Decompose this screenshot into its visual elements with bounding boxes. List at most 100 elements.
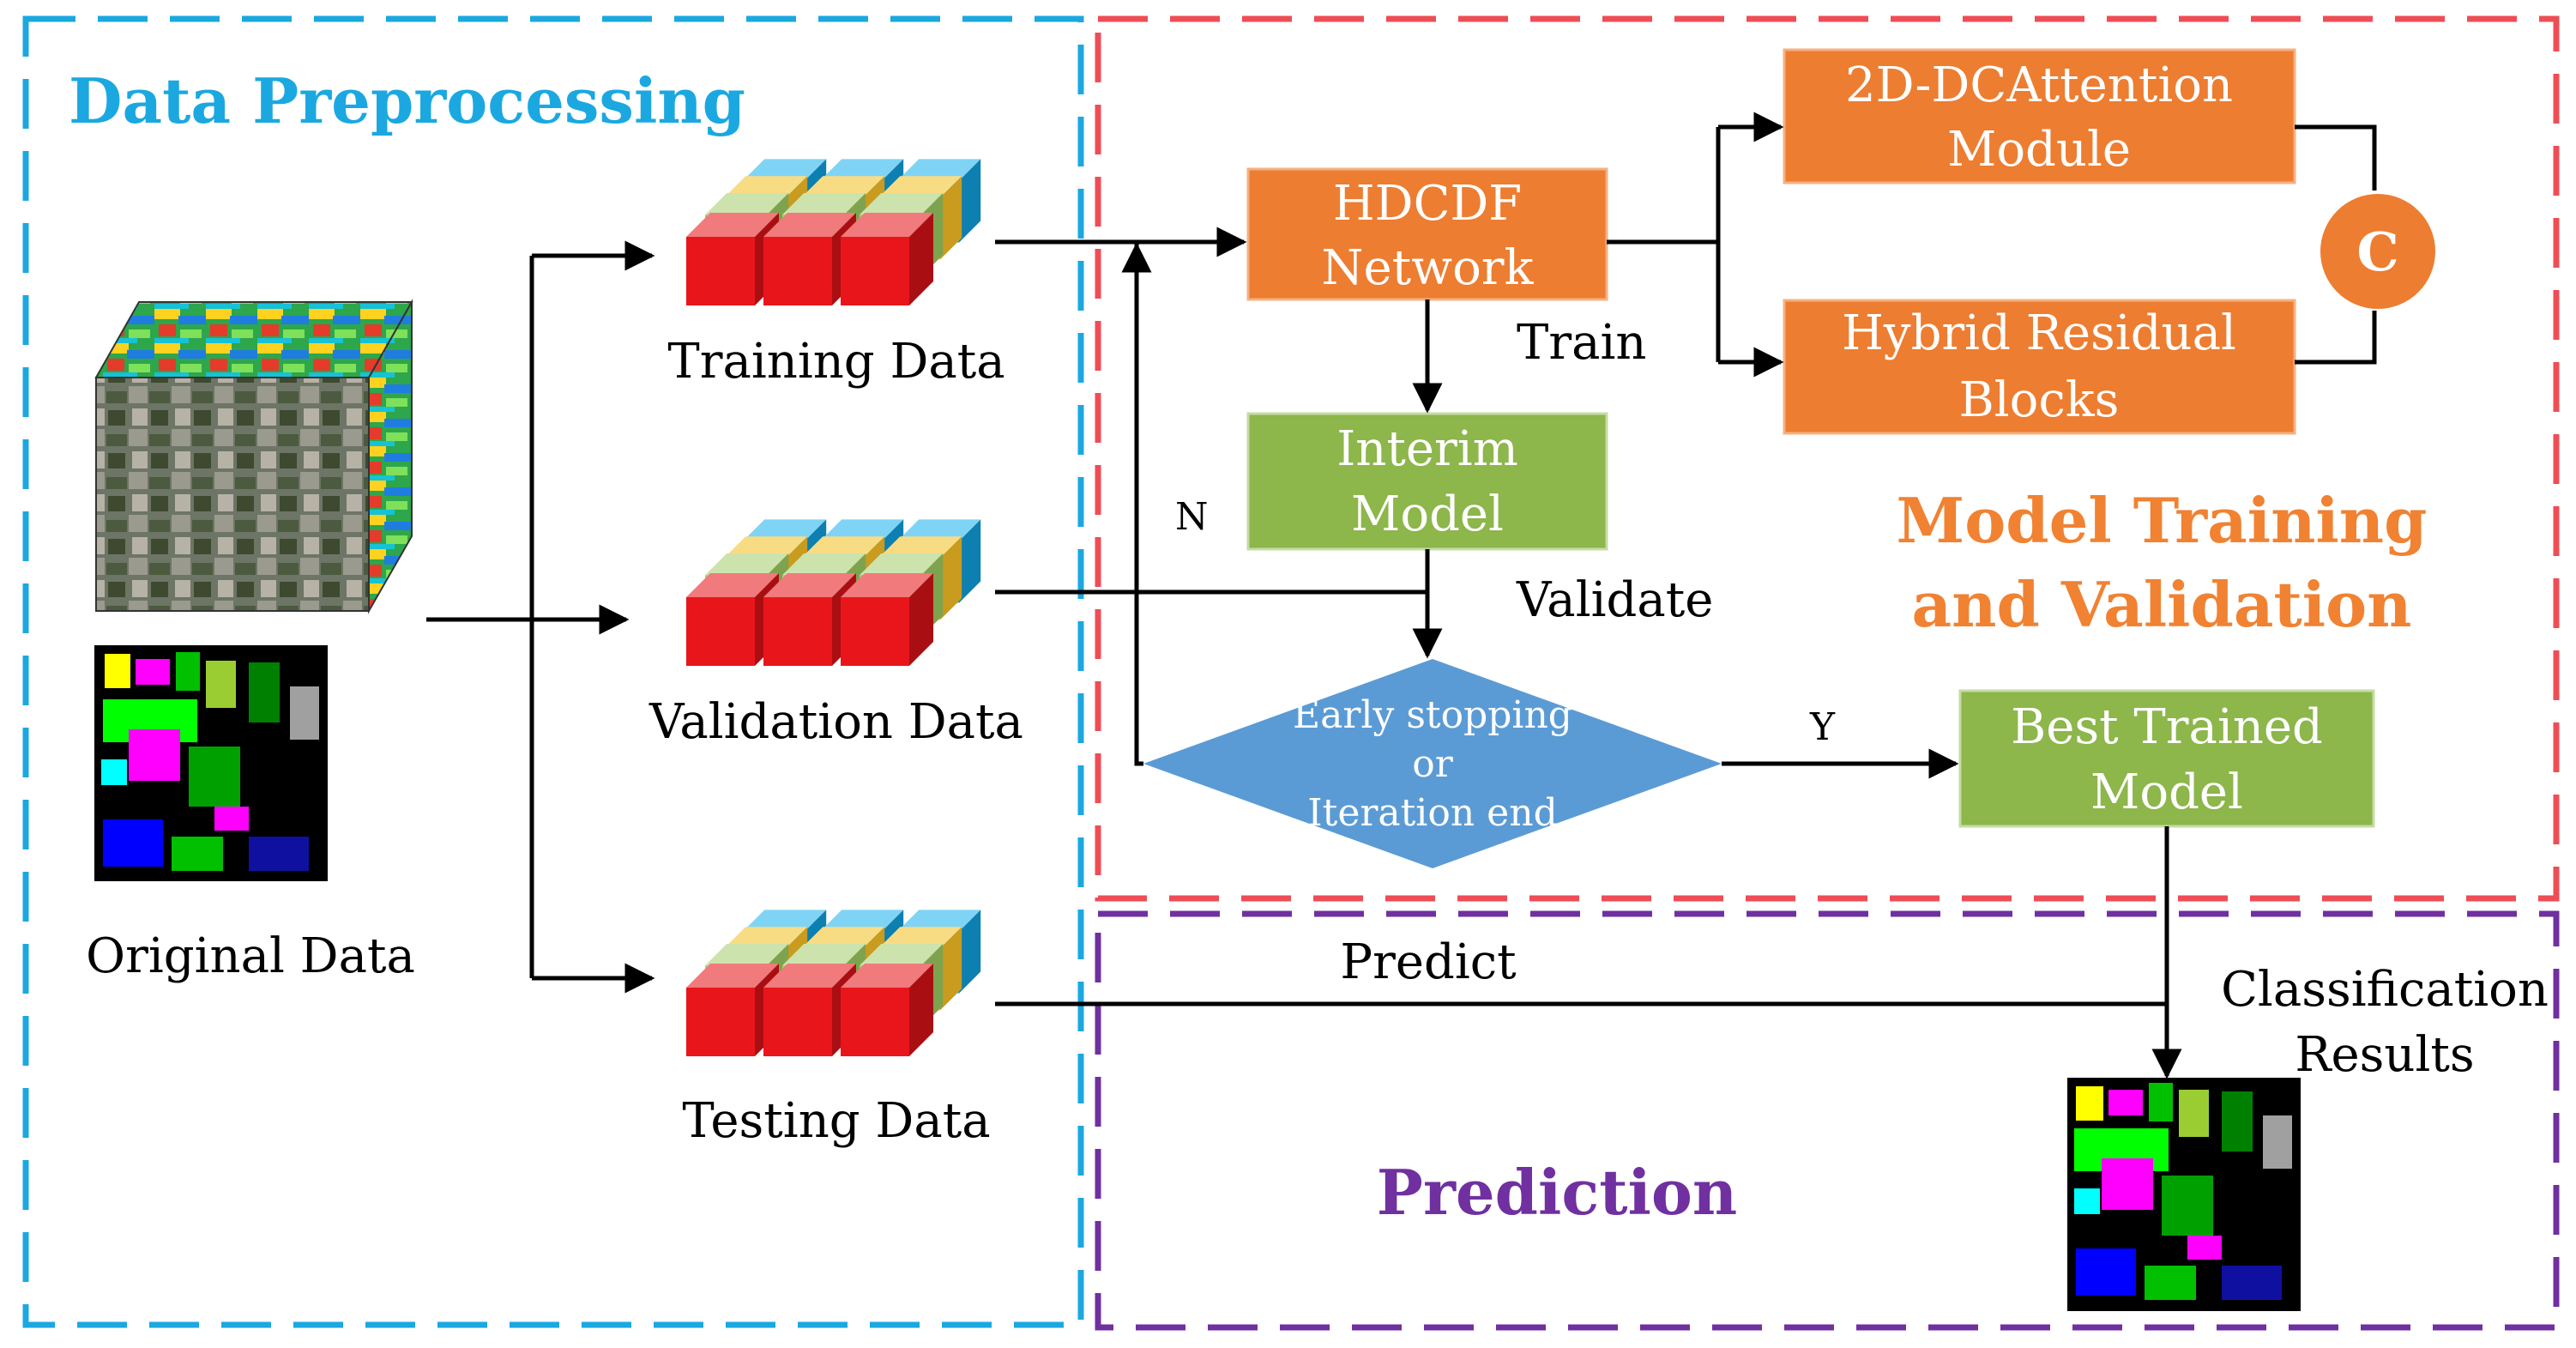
data-cube-face xyxy=(959,910,981,994)
data-cube-face xyxy=(782,553,866,576)
data-cube-face xyxy=(878,927,962,949)
data-cube-face xyxy=(878,536,962,559)
data-cube-face xyxy=(841,237,909,305)
training-data-cubes xyxy=(686,159,981,305)
training-title-line1: Model Training xyxy=(1897,484,2428,557)
original-data-label: Original Data xyxy=(86,928,415,984)
data-cube-face xyxy=(763,573,856,597)
ground-truth-map-image xyxy=(94,645,328,881)
data-cube-face xyxy=(782,193,866,215)
data-cube-face xyxy=(686,213,779,237)
training-title-line2: and Validation xyxy=(1912,568,2412,641)
data-cube-face xyxy=(841,213,933,237)
decision-label-1: Early stopping xyxy=(1293,693,1572,737)
data-cube-face xyxy=(841,988,909,1056)
preprocessing-section-border xyxy=(22,15,1084,1328)
data-cube-face xyxy=(705,553,789,576)
data-cube-face xyxy=(801,536,885,559)
data-cube-face xyxy=(801,176,885,198)
data-cube-face xyxy=(743,910,827,932)
data-cube-face xyxy=(820,519,904,541)
data-cube-face xyxy=(959,159,981,243)
data-cube-face xyxy=(724,927,808,949)
data-cube-face xyxy=(763,597,832,666)
data-cube-face xyxy=(841,573,933,597)
prediction-section-border xyxy=(1095,910,2560,1331)
data-cube-face xyxy=(782,944,866,966)
testing-data-cubes xyxy=(686,910,981,1056)
data-cube-face xyxy=(801,927,885,949)
residual-blocks-box xyxy=(1783,299,2296,435)
data-cube-face xyxy=(743,159,827,181)
data-cube-face xyxy=(686,964,779,988)
early-stopping-decision xyxy=(1143,659,1722,868)
hyperspectral-cube-image xyxy=(94,299,413,614)
testing-data-label: Testing Data xyxy=(682,1093,990,1149)
validation-data-cubes xyxy=(686,519,981,666)
data-cube-face xyxy=(841,597,909,666)
attention-module-label-2: Module xyxy=(1947,122,2131,178)
attention-module-box xyxy=(1783,48,2296,184)
data-cube-face xyxy=(897,910,981,932)
attention-module-label-1: 2D-DCAttention xyxy=(1845,57,2233,113)
preprocessing-title: Data Preprocessing xyxy=(69,64,745,137)
classification-results-map-image xyxy=(2067,1078,2301,1311)
data-cube-face xyxy=(897,519,981,541)
prediction-title: Prediction xyxy=(1377,1156,1737,1229)
data-cube-face xyxy=(705,944,789,966)
training-section-border xyxy=(1095,15,2560,902)
data-cube-face xyxy=(686,597,755,666)
interim-model-label-1: Interim xyxy=(1336,421,1518,477)
data-cube-face xyxy=(724,176,808,198)
data-cube-face xyxy=(686,237,755,305)
split-arrows xyxy=(426,240,655,994)
train-label: Train xyxy=(1517,315,1646,371)
data-cube-face xyxy=(705,193,789,215)
training-data-label: Training Data xyxy=(667,334,1004,390)
data-cube-face xyxy=(820,910,904,932)
data-cube-face xyxy=(763,237,832,305)
data-cube-face xyxy=(860,193,944,215)
data-cube-face xyxy=(940,536,962,620)
data-cube-face xyxy=(686,988,755,1056)
data-cube-face xyxy=(820,159,904,181)
data-cube-face xyxy=(860,944,944,966)
concat-label: C xyxy=(2356,221,2398,283)
data-cube-face xyxy=(743,519,827,541)
data-cube-face xyxy=(763,964,856,988)
data-cube-face xyxy=(940,176,962,260)
data-cube-face xyxy=(724,536,808,559)
results-label-1: Classification xyxy=(2221,962,2549,1018)
data-cube-face xyxy=(909,213,933,305)
flow-connectors xyxy=(995,112,2377,1079)
data-cube-face xyxy=(940,927,962,1011)
best-model-label-1: Best Trained xyxy=(2011,699,2323,755)
data-cube-face xyxy=(763,988,832,1056)
hdcdf-network-label-2: Network xyxy=(1322,240,1535,296)
data-cube-face xyxy=(763,213,856,237)
decision-label-3: Iteration end xyxy=(1307,791,1557,835)
data-cube-face xyxy=(909,964,933,1056)
interim-model-box xyxy=(1246,412,1608,551)
data-cube-face xyxy=(878,176,962,198)
decision-label-2: or xyxy=(1412,742,1453,786)
data-cube-face xyxy=(841,964,933,988)
interim-model-label-2: Model xyxy=(1351,487,1504,542)
data-cube-face xyxy=(959,519,981,603)
hdcdf-network-label-1: HDCDF xyxy=(1333,176,1522,232)
predict-label: Predict xyxy=(1340,934,1517,990)
best-model-label-2: Model xyxy=(2090,765,2243,820)
validate-label: Validate xyxy=(1516,572,1713,628)
concat-node xyxy=(2320,194,2435,309)
residual-blocks-label-2: Blocks xyxy=(1959,372,2120,428)
data-cube-face xyxy=(909,573,933,666)
data-cube-face xyxy=(686,573,779,597)
no-label: N xyxy=(1175,495,1209,539)
data-cube-face xyxy=(860,553,944,576)
residual-blocks-label-1: Hybrid Residual xyxy=(1842,305,2236,361)
hdcdf-network-box xyxy=(1246,167,1608,301)
results-label-2: Results xyxy=(2295,1027,2474,1083)
validation-data-label: Validation Data xyxy=(649,694,1023,750)
yes-label: Y xyxy=(1809,705,1836,749)
